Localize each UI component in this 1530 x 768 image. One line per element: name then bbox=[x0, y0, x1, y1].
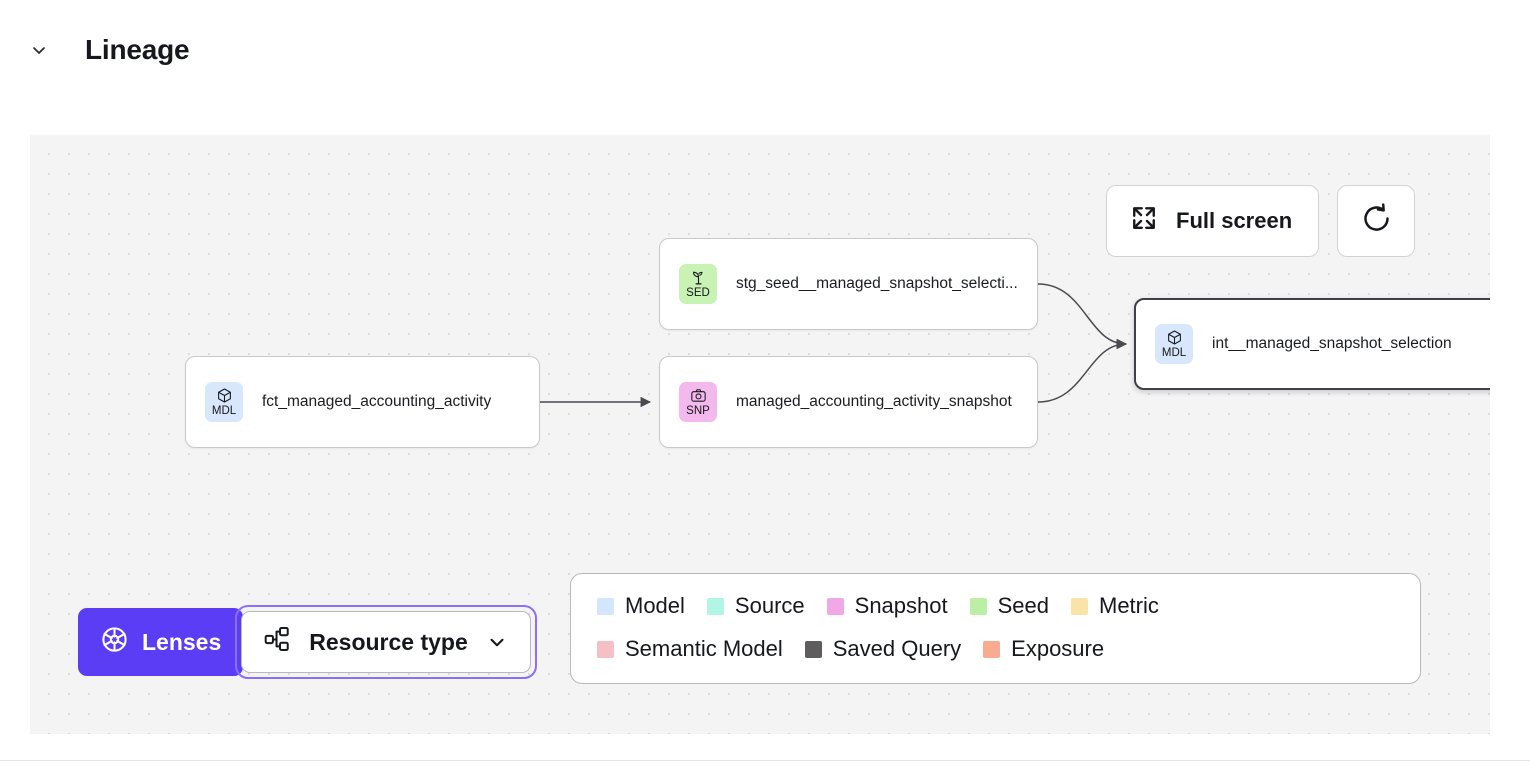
lenses-controls: Lenses Resource type bbox=[78, 605, 537, 679]
full-screen-label: Full screen bbox=[1176, 208, 1293, 233]
cube-icon bbox=[1166, 329, 1183, 346]
refresh-button[interactable] bbox=[1337, 185, 1416, 257]
node-type-abbr: SED bbox=[686, 286, 710, 299]
lineage-node-model-int-selected[interactable]: MDL int__managed_snapshot_selection bbox=[1134, 298, 1490, 390]
refresh-icon bbox=[1360, 202, 1393, 240]
full-screen-button[interactable]: Full screen bbox=[1106, 185, 1320, 257]
legend-swatch bbox=[983, 640, 1001, 658]
lineage-graph-canvas[interactable]: MDL fct_managed_accounting_activity SED … bbox=[30, 135, 1490, 734]
lineage-header: Lineage bbox=[0, 0, 1530, 100]
resource-type-dropdown[interactable]: Resource type bbox=[241, 611, 531, 673]
legend-label: Snapshot bbox=[854, 593, 948, 618]
legend-item-semantic-model: Semantic Model bbox=[597, 636, 783, 662]
legend-item-snapshot: Snapshot bbox=[826, 593, 948, 619]
edge-seed-to-int bbox=[1037, 283, 1128, 350]
canvas-toolbar: Full screen bbox=[1106, 185, 1416, 257]
camera-icon bbox=[690, 387, 707, 404]
node-type-badge-model: MDL bbox=[205, 382, 243, 422]
legend-swatch bbox=[597, 640, 614, 658]
legend-label: Saved Query bbox=[832, 636, 962, 661]
legend-label: Source bbox=[734, 593, 805, 618]
node-label: stg_seed__managed_snapshot_selecti... bbox=[736, 275, 1018, 292]
resource-type-focus-ring: Resource type bbox=[235, 605, 537, 679]
resource-type-label: Resource type bbox=[309, 628, 468, 655]
page-divider bbox=[0, 760, 1530, 761]
legend-item-seed: Seed bbox=[969, 593, 1049, 619]
sprout-icon bbox=[690, 269, 707, 286]
page-title: Lineage bbox=[85, 34, 190, 65]
node-type-abbr: MDL bbox=[211, 404, 237, 417]
node-label: fct_managed_accounting_activity bbox=[262, 393, 492, 410]
legend-swatch bbox=[804, 640, 822, 658]
legend-swatch bbox=[969, 597, 987, 615]
node-type-badge-snapshot: SNP bbox=[679, 382, 717, 422]
legend-item-exposure: Exposure bbox=[983, 636, 1104, 662]
node-type-badge-seed: SED bbox=[679, 264, 717, 304]
collapse-section-button[interactable] bbox=[22, 33, 56, 67]
hierarchy-icon bbox=[263, 625, 291, 659]
legend-item-source: Source bbox=[706, 593, 805, 619]
legend-label: Exposure bbox=[1011, 636, 1105, 661]
node-type-abbr: SNP bbox=[686, 404, 710, 417]
node-label: managed_accounting_activity_snapshot bbox=[736, 393, 1012, 410]
legend-swatch bbox=[597, 597, 614, 615]
edge-snapshot-to-int bbox=[1037, 338, 1128, 403]
legend-row: Semantic Model Saved Query Exposure bbox=[597, 636, 1394, 662]
legend-row: Model Source Snapshot Seed Metric bbox=[597, 593, 1394, 619]
lineage-node-model-fct[interactable]: MDL fct_managed_accounting_activity bbox=[185, 356, 540, 448]
chevron-down-icon bbox=[486, 631, 508, 653]
legend-label: Metric bbox=[1099, 593, 1159, 618]
lineage-legend: Model Source Snapshot Seed Metric S bbox=[570, 573, 1421, 684]
lineage-node-seed-stg[interactable]: SED stg_seed__managed_snapshot_selecti..… bbox=[659, 238, 1038, 330]
lenses-button[interactable]: Lenses bbox=[78, 608, 244, 676]
legend-item-model: Model bbox=[597, 593, 685, 619]
lineage-node-snapshot-managed[interactable]: SNP managed_accounting_activity_snapshot bbox=[659, 356, 1038, 448]
node-type-badge-model: MDL bbox=[1155, 324, 1193, 364]
legend-item-saved-query: Saved Query bbox=[804, 636, 962, 662]
expand-arrows-icon bbox=[1129, 203, 1159, 239]
lenses-label: Lenses bbox=[142, 628, 222, 655]
chevron-down-icon bbox=[29, 40, 49, 60]
node-label: int__managed_snapshot_selection bbox=[1212, 335, 1452, 352]
node-type-abbr: MDL bbox=[1161, 346, 1187, 359]
legend-item-metric: Metric bbox=[1071, 593, 1159, 619]
legend-swatch bbox=[826, 597, 844, 615]
legend-label: Semantic Model bbox=[625, 636, 783, 661]
legend-swatch bbox=[706, 597, 724, 615]
legend-label: Model bbox=[625, 593, 685, 618]
cube-icon bbox=[216, 387, 233, 404]
legend-swatch bbox=[1071, 597, 1088, 615]
legend-label: Seed bbox=[997, 593, 1049, 618]
aperture-icon bbox=[100, 625, 129, 660]
